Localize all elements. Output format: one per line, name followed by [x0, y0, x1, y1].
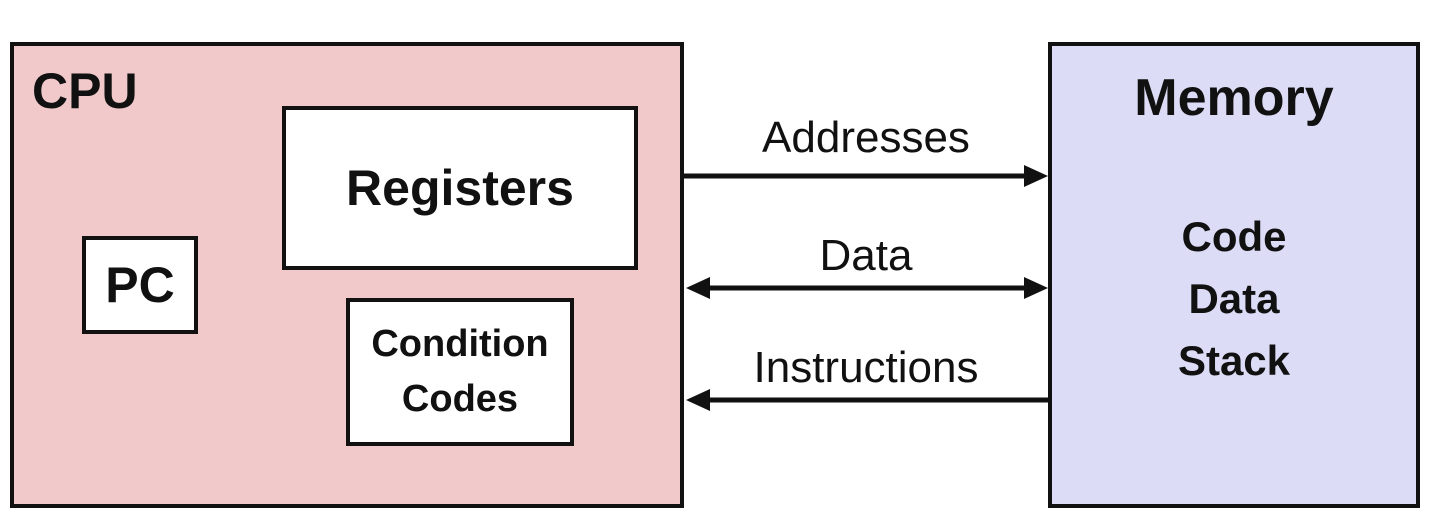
arrowhead-right-icon — [1024, 277, 1048, 299]
condition-codes-line-2: Codes — [401, 378, 519, 420]
instructions-arrow — [686, 389, 1048, 411]
cpu-box: CPU Registers PC Condition Codes — [10, 42, 684, 508]
memory-item-code: Code — [1181, 213, 1287, 260]
data-label: Data — [819, 231, 913, 280]
cpu-title: CPU — [32, 63, 138, 119]
condition-codes-box: Condition Codes — [346, 298, 574, 446]
pc-box: PC — [82, 236, 198, 334]
memory-contents: Code Data Stack — [1052, 206, 1416, 392]
instructions-label: Instructions — [753, 343, 979, 392]
memory-title: Memory — [1134, 69, 1334, 127]
addresses-label: Addresses — [762, 113, 970, 162]
registers-box: Registers — [282, 106, 638, 270]
arrowhead-right-icon — [1024, 165, 1048, 187]
addresses-arrow — [684, 165, 1048, 187]
memory-item-stack: Stack — [1177, 337, 1291, 384]
registers-label: Registers — [346, 160, 574, 216]
data-arrow — [686, 277, 1048, 299]
arrowhead-left-icon — [686, 277, 710, 299]
memory-box: Memory Code Data Stack — [1048, 42, 1420, 508]
pc-label: PC — [105, 257, 175, 313]
condition-codes-line-1: Condition — [371, 322, 549, 365]
arrowhead-left-icon — [686, 389, 710, 411]
memory-item-data: Data — [1188, 275, 1280, 322]
